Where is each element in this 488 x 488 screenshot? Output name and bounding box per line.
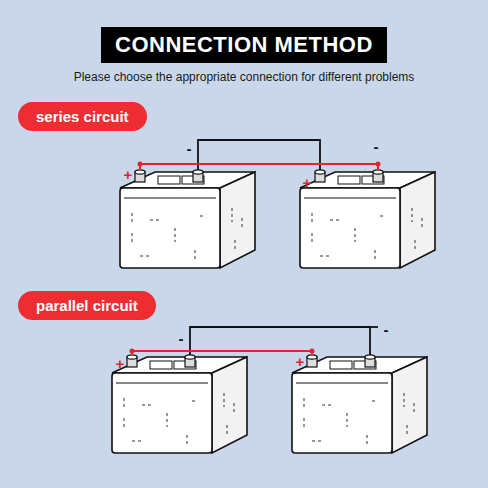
polarity-mark: - — [179, 331, 184, 346]
section-label: parallel circuit — [36, 297, 138, 314]
polarity-mark: + — [296, 354, 305, 369]
section-label: series circuit — [36, 108, 129, 125]
subtitle: Please choose the appropriate connection… — [74, 70, 415, 84]
red-wire — [140, 164, 378, 170]
polarity-mark: + — [124, 167, 133, 182]
section-pill: series circuit — [18, 102, 147, 131]
polarity-mark: - — [384, 322, 389, 337]
polarity-mark: + — [116, 356, 125, 371]
polarity-mark: + — [303, 175, 312, 190]
polarity-mark: - — [187, 141, 192, 156]
black-wire — [198, 140, 320, 170]
polarity-mark: - — [374, 139, 379, 154]
red-wire — [132, 351, 312, 355]
title-text: CONNECTION METHOD — [115, 32, 373, 57]
title-banner: CONNECTION METHOD — [101, 27, 387, 63]
section-pill: parallel circuit — [18, 291, 156, 320]
